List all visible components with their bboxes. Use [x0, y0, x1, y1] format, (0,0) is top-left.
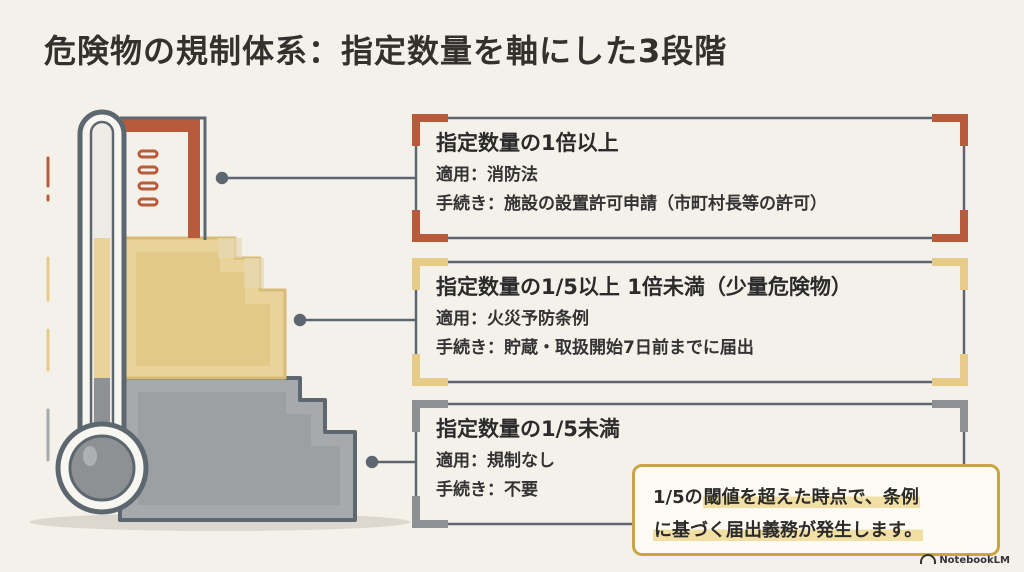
tier1-heading: 指定数量の1倍以上 [436, 131, 619, 155]
tier1-law: 適用：消防法 [436, 165, 538, 185]
brand-watermark: NotebookLM [920, 554, 1010, 566]
tier2-law: 適用：火災予防条例 [436, 309, 589, 329]
page-title: 危険物の規制体系：指定数量を軸にした3段階 [44, 32, 728, 70]
note-highlight-1: 閾値を超えた時点で、条例 [702, 487, 920, 508]
tier2-box: 指定数量の1/5以上 1倍未満（少量危険物） 適用：火災予防条例 手続き：貯蔵・… [416, 262, 964, 382]
tier1-procedure: 手続き：施設の設置許可申請（市町村長等の許可） [436, 194, 827, 214]
tier3-heading: 指定数量の1/5未満 [436, 417, 620, 441]
note-prefix: 1/5の [653, 487, 703, 508]
threshold-note: 1/5の閾値を超えた時点で、条例 に基づく届出義務が発生します。 [632, 464, 1000, 556]
note-line-1: 1/5の閾値を超えた時点で、条例 [653, 481, 979, 514]
tier1-step [120, 118, 200, 238]
tier3-procedure: 手続き：不要 [436, 480, 538, 500]
note-highlight-2: に基づく届出義務が発生します。 [653, 520, 924, 541]
thermometer-ticks [137, 149, 159, 207]
tier1-box: 指定数量の1倍以上 適用：消防法 手続き：施設の設置許可申請（市町村長等の許可） [416, 118, 964, 238]
tier3-box: 指定数量の1/5未満 適用：規制なし 手続き：不要 [416, 404, 964, 524]
brand-label: NotebookLM [939, 555, 1010, 566]
tier3-law: 適用：規制なし [436, 451, 555, 471]
note-line-2: に基づく届出義務が発生します。 [653, 514, 979, 547]
tier2-heading: 指定数量の1/5以上 1倍未満（少量危険物） [436, 275, 852, 299]
notebooklm-logo-icon [920, 554, 937, 564]
tier2-procedure: 手続き：貯蔵・取扱開始7日前までに届出 [436, 338, 754, 358]
